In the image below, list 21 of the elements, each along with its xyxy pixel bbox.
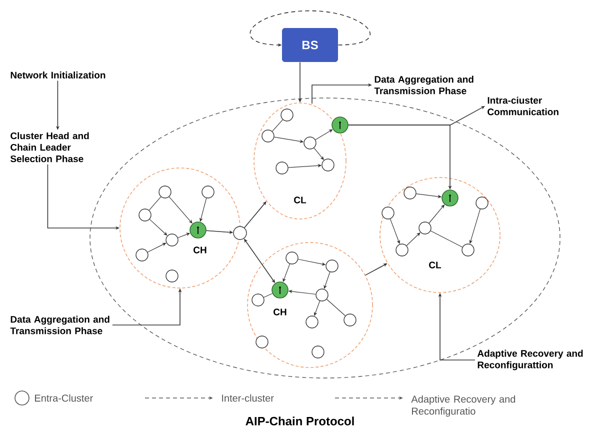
cluster-label: CH [274,308,286,316]
legend-label: Inter-cluster [222,394,274,402]
phase-label: Network Initialization [10,72,106,78]
base-station-box: BS [282,28,338,62]
legend-label: Adaptive Recovery and Reconfiguratio [411,395,516,417]
cluster-head-node [332,116,348,134]
phase-label: Data Aggregation and Transmission Phase [10,316,110,334]
arrow [348,106,485,126]
legend-label: Entra-Cluster [35,394,93,402]
cluster-label: CL [429,262,442,268]
phase-label: Intra-ciuster Communication [488,96,558,116]
cluster-label: CL [294,196,306,204]
caption: AIP-Chain Protocol [246,416,354,426]
phase-label: Cluster Head and Chain Leader Selection Phase [10,132,89,162]
phase-label: Adaptive Recovery and Reconfigurattion [477,350,583,370]
sensor-node [233,226,247,240]
cluster-head-node [272,282,288,298]
phase-label: Data Aggregation and Transmission Phase [374,76,474,94]
cluster-head-node [442,190,458,206]
cluster-head-node [190,222,206,238]
cluster-label: CH [194,246,206,254]
